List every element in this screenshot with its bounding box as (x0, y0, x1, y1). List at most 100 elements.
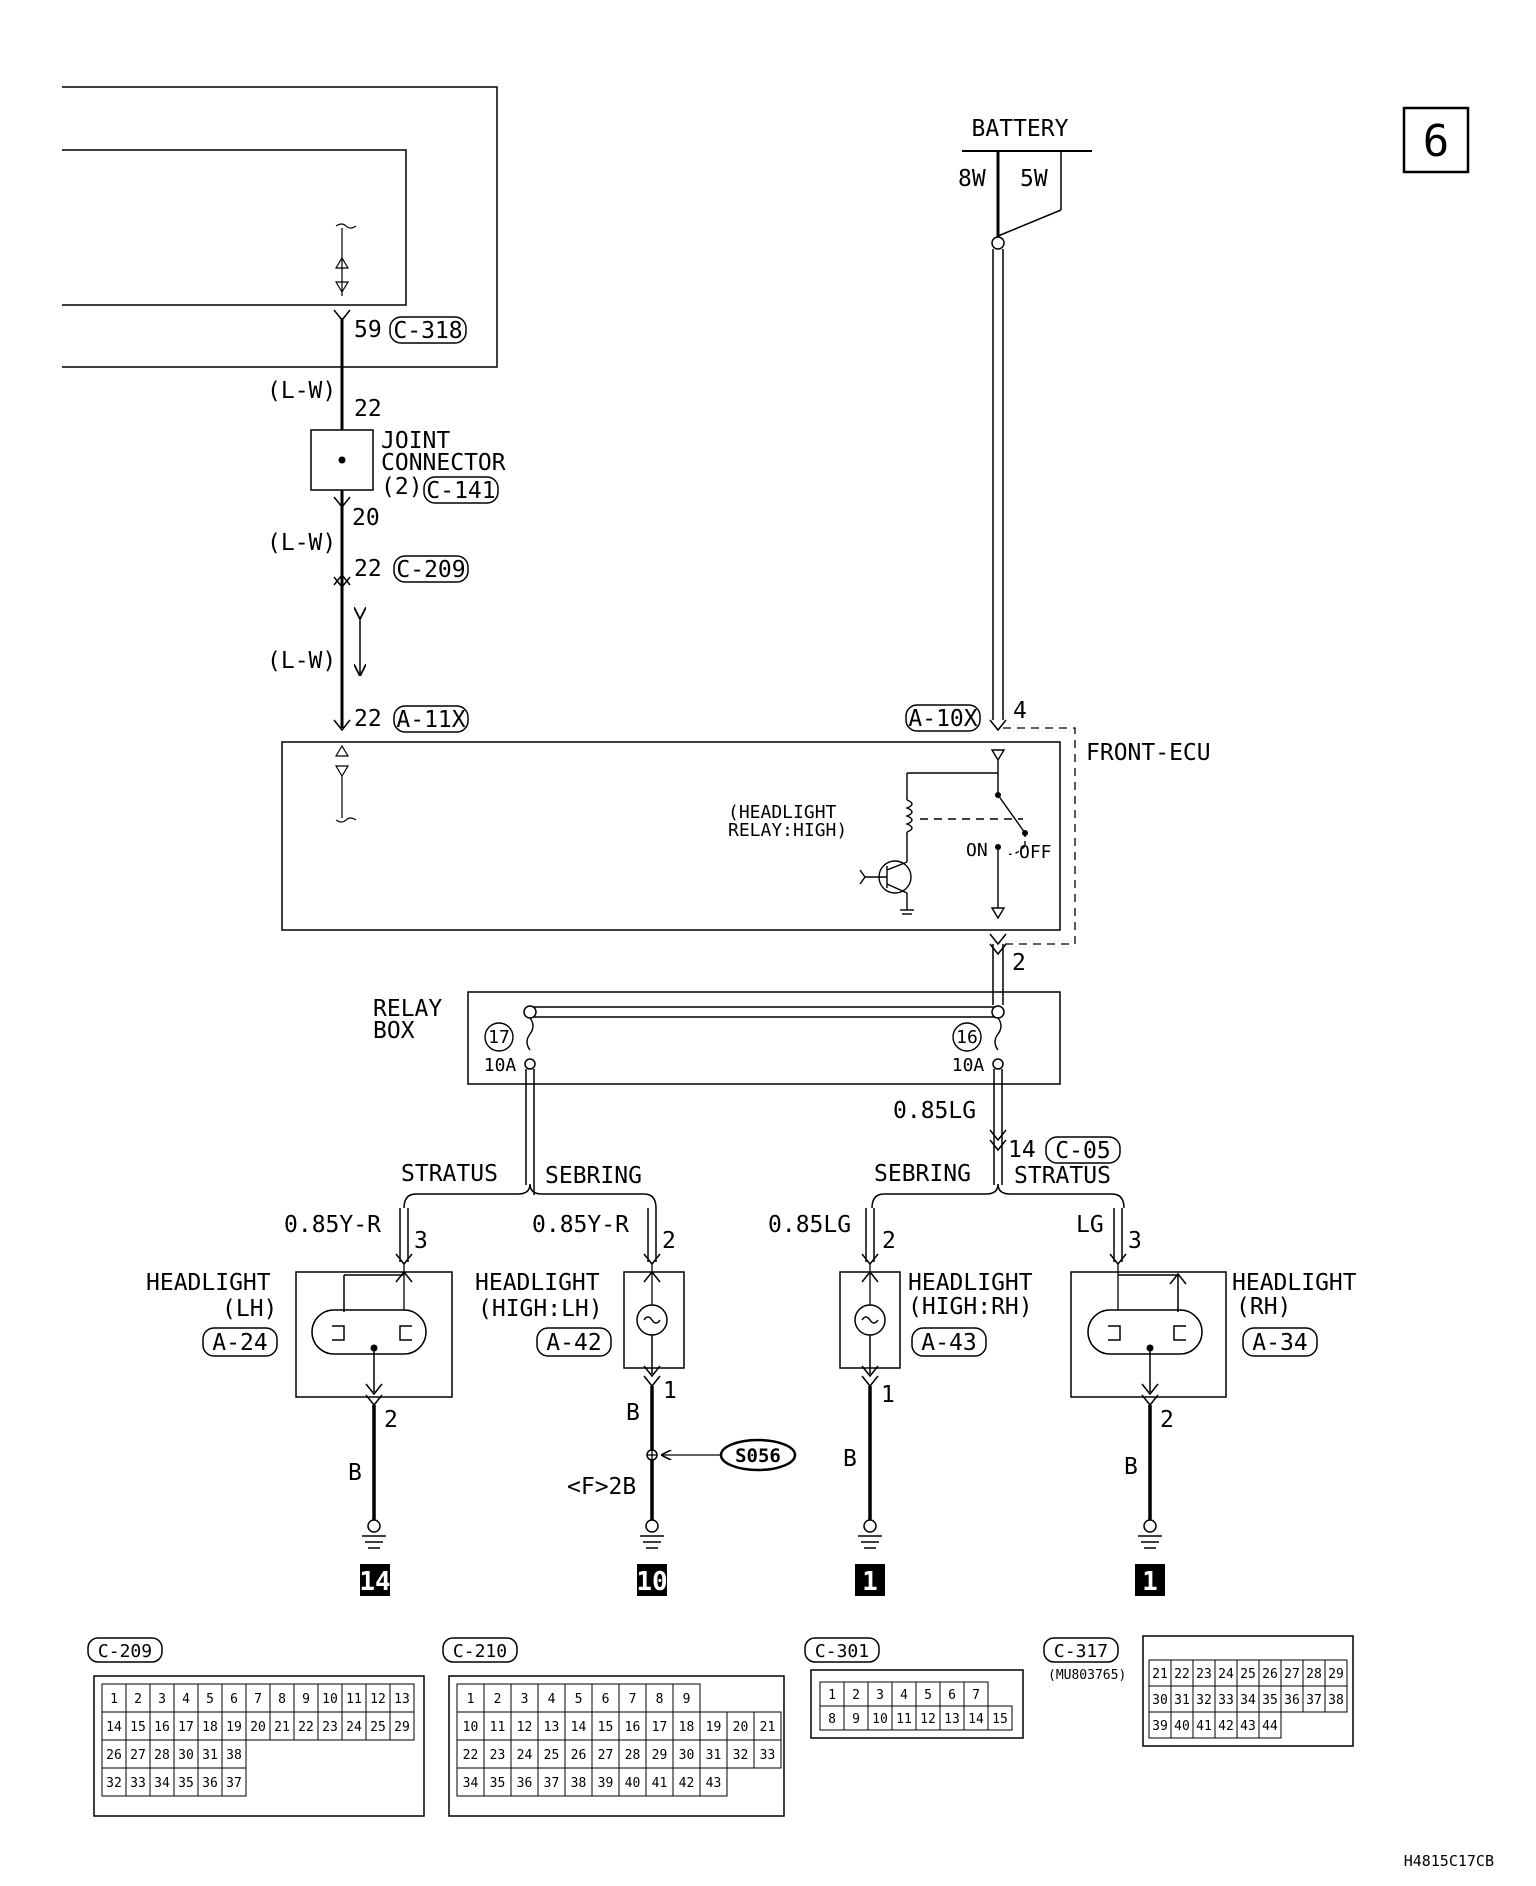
pin-number: 36 (517, 1776, 533, 1791)
relay-label-2: RELAY:HIGH) (728, 820, 847, 841)
conn-tag-c05: C-05 (1045, 1136, 1121, 1164)
svg-text:C-209: C-209 (396, 557, 465, 583)
high-rh-out-color: B (843, 1446, 857, 1472)
pin-number: 39 (598, 1776, 614, 1791)
pin-number: 9 (683, 1692, 691, 1707)
conn-tag-c209: C-209 (393, 555, 469, 583)
pin-number: 20 (733, 1720, 749, 1735)
pin-number: 37 (226, 1776, 242, 1791)
pin-number: 30 (679, 1748, 695, 1763)
pin-number: 6 (602, 1692, 610, 1707)
pin-number: 30 (178, 1748, 194, 1763)
wire-color-lw-1: (L-W) (267, 378, 336, 404)
pin-number: 2 (134, 1692, 142, 1707)
pin-number: 34 (463, 1776, 479, 1791)
pin-number: 40 (1174, 1719, 1190, 1734)
document-code: H4815C17CB (1404, 1852, 1494, 1870)
pin-cavity (987, 1705, 1013, 1731)
svg-text:14: 14 (359, 1567, 390, 1597)
relay-contact-on (995, 844, 1001, 850)
pin-number: 41 (1196, 1719, 1212, 1734)
pin-number: 23 (490, 1748, 506, 1763)
pin-number: 7 (972, 1688, 980, 1703)
pin-number: 10 (322, 1692, 338, 1707)
svg-text:A-11X: A-11X (396, 707, 465, 733)
page-number: 6 (1423, 116, 1450, 167)
pin-number: 32 (106, 1776, 122, 1791)
conn-tag-a34: A-34 (1242, 1327, 1318, 1357)
pin-20: 20 (352, 505, 380, 531)
pin-number: 22 (463, 1748, 479, 1763)
pin-number: 24 (346, 1720, 362, 1735)
pin-number: 14 (106, 1720, 122, 1735)
conn-tag-a24: A-24 (202, 1327, 278, 1357)
pin-number: 29 (1328, 1667, 1344, 1682)
lg-wire-color: 0.85LG (893, 1098, 976, 1124)
pin-number: 15 (992, 1712, 1008, 1727)
lh-name-1: HEADLIGHT (146, 1270, 271, 1296)
pin-number: 43 (706, 1776, 722, 1791)
pin-number: 40 (625, 1776, 641, 1791)
pin-cavity (221, 1767, 247, 1797)
pin-number: 3 (876, 1688, 884, 1703)
pin-number: 34 (1240, 1693, 1256, 1708)
pin-number: 36 (1284, 1693, 1300, 1708)
pin-number: 17 (652, 1720, 668, 1735)
high-rh-out-pin: 1 (881, 1382, 895, 1408)
lh-out-pin: 2 (384, 1407, 398, 1433)
pin-number: 21 (1152, 1667, 1168, 1682)
lh-in-pin: 3 (414, 1228, 428, 1254)
pin-number: 28 (625, 1748, 641, 1763)
pin-number: 17 (178, 1720, 194, 1735)
pin-number: 39 (1152, 1719, 1168, 1734)
ground-badge-1-a: 1 (855, 1564, 885, 1597)
conn-tag-a43: A-43 (911, 1327, 987, 1357)
pin-number: 4 (548, 1692, 556, 1707)
pin-number: 35 (490, 1776, 506, 1791)
pin-number: 10 (872, 1712, 888, 1727)
headlight-lh (295, 1208, 453, 1549)
pin-number: 34 (154, 1776, 170, 1791)
front-ecu-box (281, 727, 1076, 945)
pin-number: 25 (1240, 1667, 1256, 1682)
pin-number: 27 (1284, 1667, 1300, 1682)
conn-tag-c318: C-318 (389, 316, 467, 344)
high-lh-name-1: HEADLIGHT (475, 1270, 600, 1296)
pin-number: 11 (896, 1712, 912, 1727)
pin-number: 9 (852, 1712, 860, 1727)
pin-number: 15 (598, 1720, 614, 1735)
page-number-box: 6 (1402, 106, 1470, 174)
pin-number: 11 (346, 1692, 362, 1707)
pin-number: 4 (182, 1692, 190, 1707)
pin-number: 2 (494, 1692, 502, 1707)
pin-number: 37 (544, 1776, 560, 1791)
variant-stratus-right: STRATUS (1014, 1163, 1111, 1189)
pin-number: 16 (625, 1720, 641, 1735)
pin-number: 8 (278, 1692, 286, 1707)
pin-number: 29 (394, 1720, 410, 1735)
pin-number: 15 (130, 1720, 146, 1735)
pin-number: 44 (1262, 1719, 1278, 1734)
pin-number: 27 (598, 1748, 614, 1763)
rh-name-2: (RH) (1236, 1294, 1291, 1320)
pin-59: 59 (354, 317, 382, 343)
fuse-8w: 8W (958, 166, 986, 192)
pin-number: 19 (706, 1720, 722, 1735)
relay-contact-off (1022, 830, 1028, 836)
relay-label-1: (HEADLIGHT (728, 802, 837, 823)
lh-name-2: (LH) (222, 1296, 277, 1322)
pin-number: 13 (394, 1692, 410, 1707)
pin-number: 8 (656, 1692, 664, 1707)
high-rh-name-1: HEADLIGHT (908, 1270, 1033, 1296)
pin-number: 20 (250, 1720, 266, 1735)
variant-sebring-left: SEBRING (545, 1163, 642, 1189)
headlight-high-lh: S056 (533, 1185, 797, 1549)
lg-wire-pin-14: 14 (1008, 1137, 1036, 1163)
svg-text:C-05: C-05 (1055, 1138, 1110, 1164)
headlight-high-rh (839, 1208, 901, 1549)
joint-connector (310, 429, 374, 491)
pin-number: 14 (968, 1712, 984, 1727)
jc-label-1: JOINT (381, 428, 450, 454)
pin-number: 14 (571, 1720, 587, 1735)
pin-number: 4 (900, 1688, 908, 1703)
